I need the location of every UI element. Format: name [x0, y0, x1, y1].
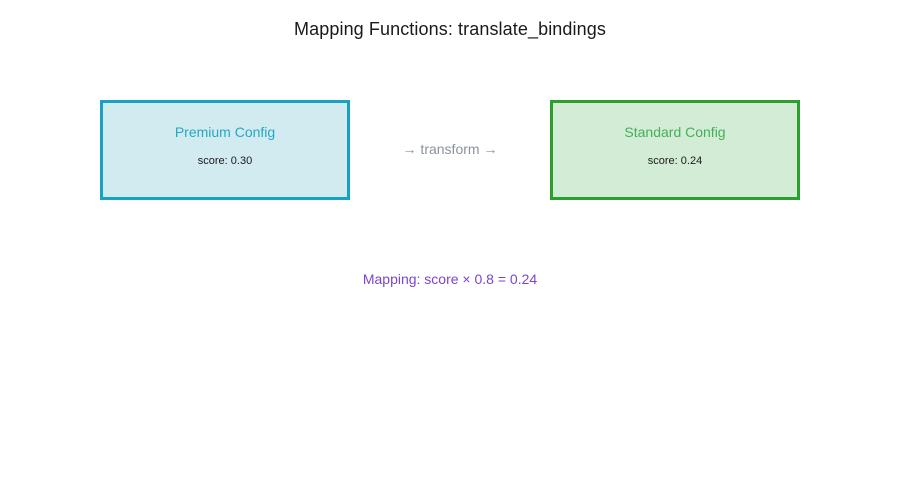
node-target-standard-config[interactable]: Standard Config score: 0.24	[550, 100, 800, 200]
mapping-formula-label: Mapping: score × 0.8 = 0.24	[362, 271, 538, 287]
node-target-title: Standard Config	[624, 124, 726, 140]
transform-arrow-icon: → transform →	[402, 141, 498, 157]
node-source-premium-config[interactable]: Premium Config score: 0.30	[100, 100, 350, 200]
page-title: Mapping Functions: translate_bindings	[294, 19, 606, 39]
node-source-title: Premium Config	[174, 124, 276, 140]
node-source-score: score: 0.30	[197, 155, 253, 167]
node-target-score: score: 0.24	[647, 155, 703, 167]
